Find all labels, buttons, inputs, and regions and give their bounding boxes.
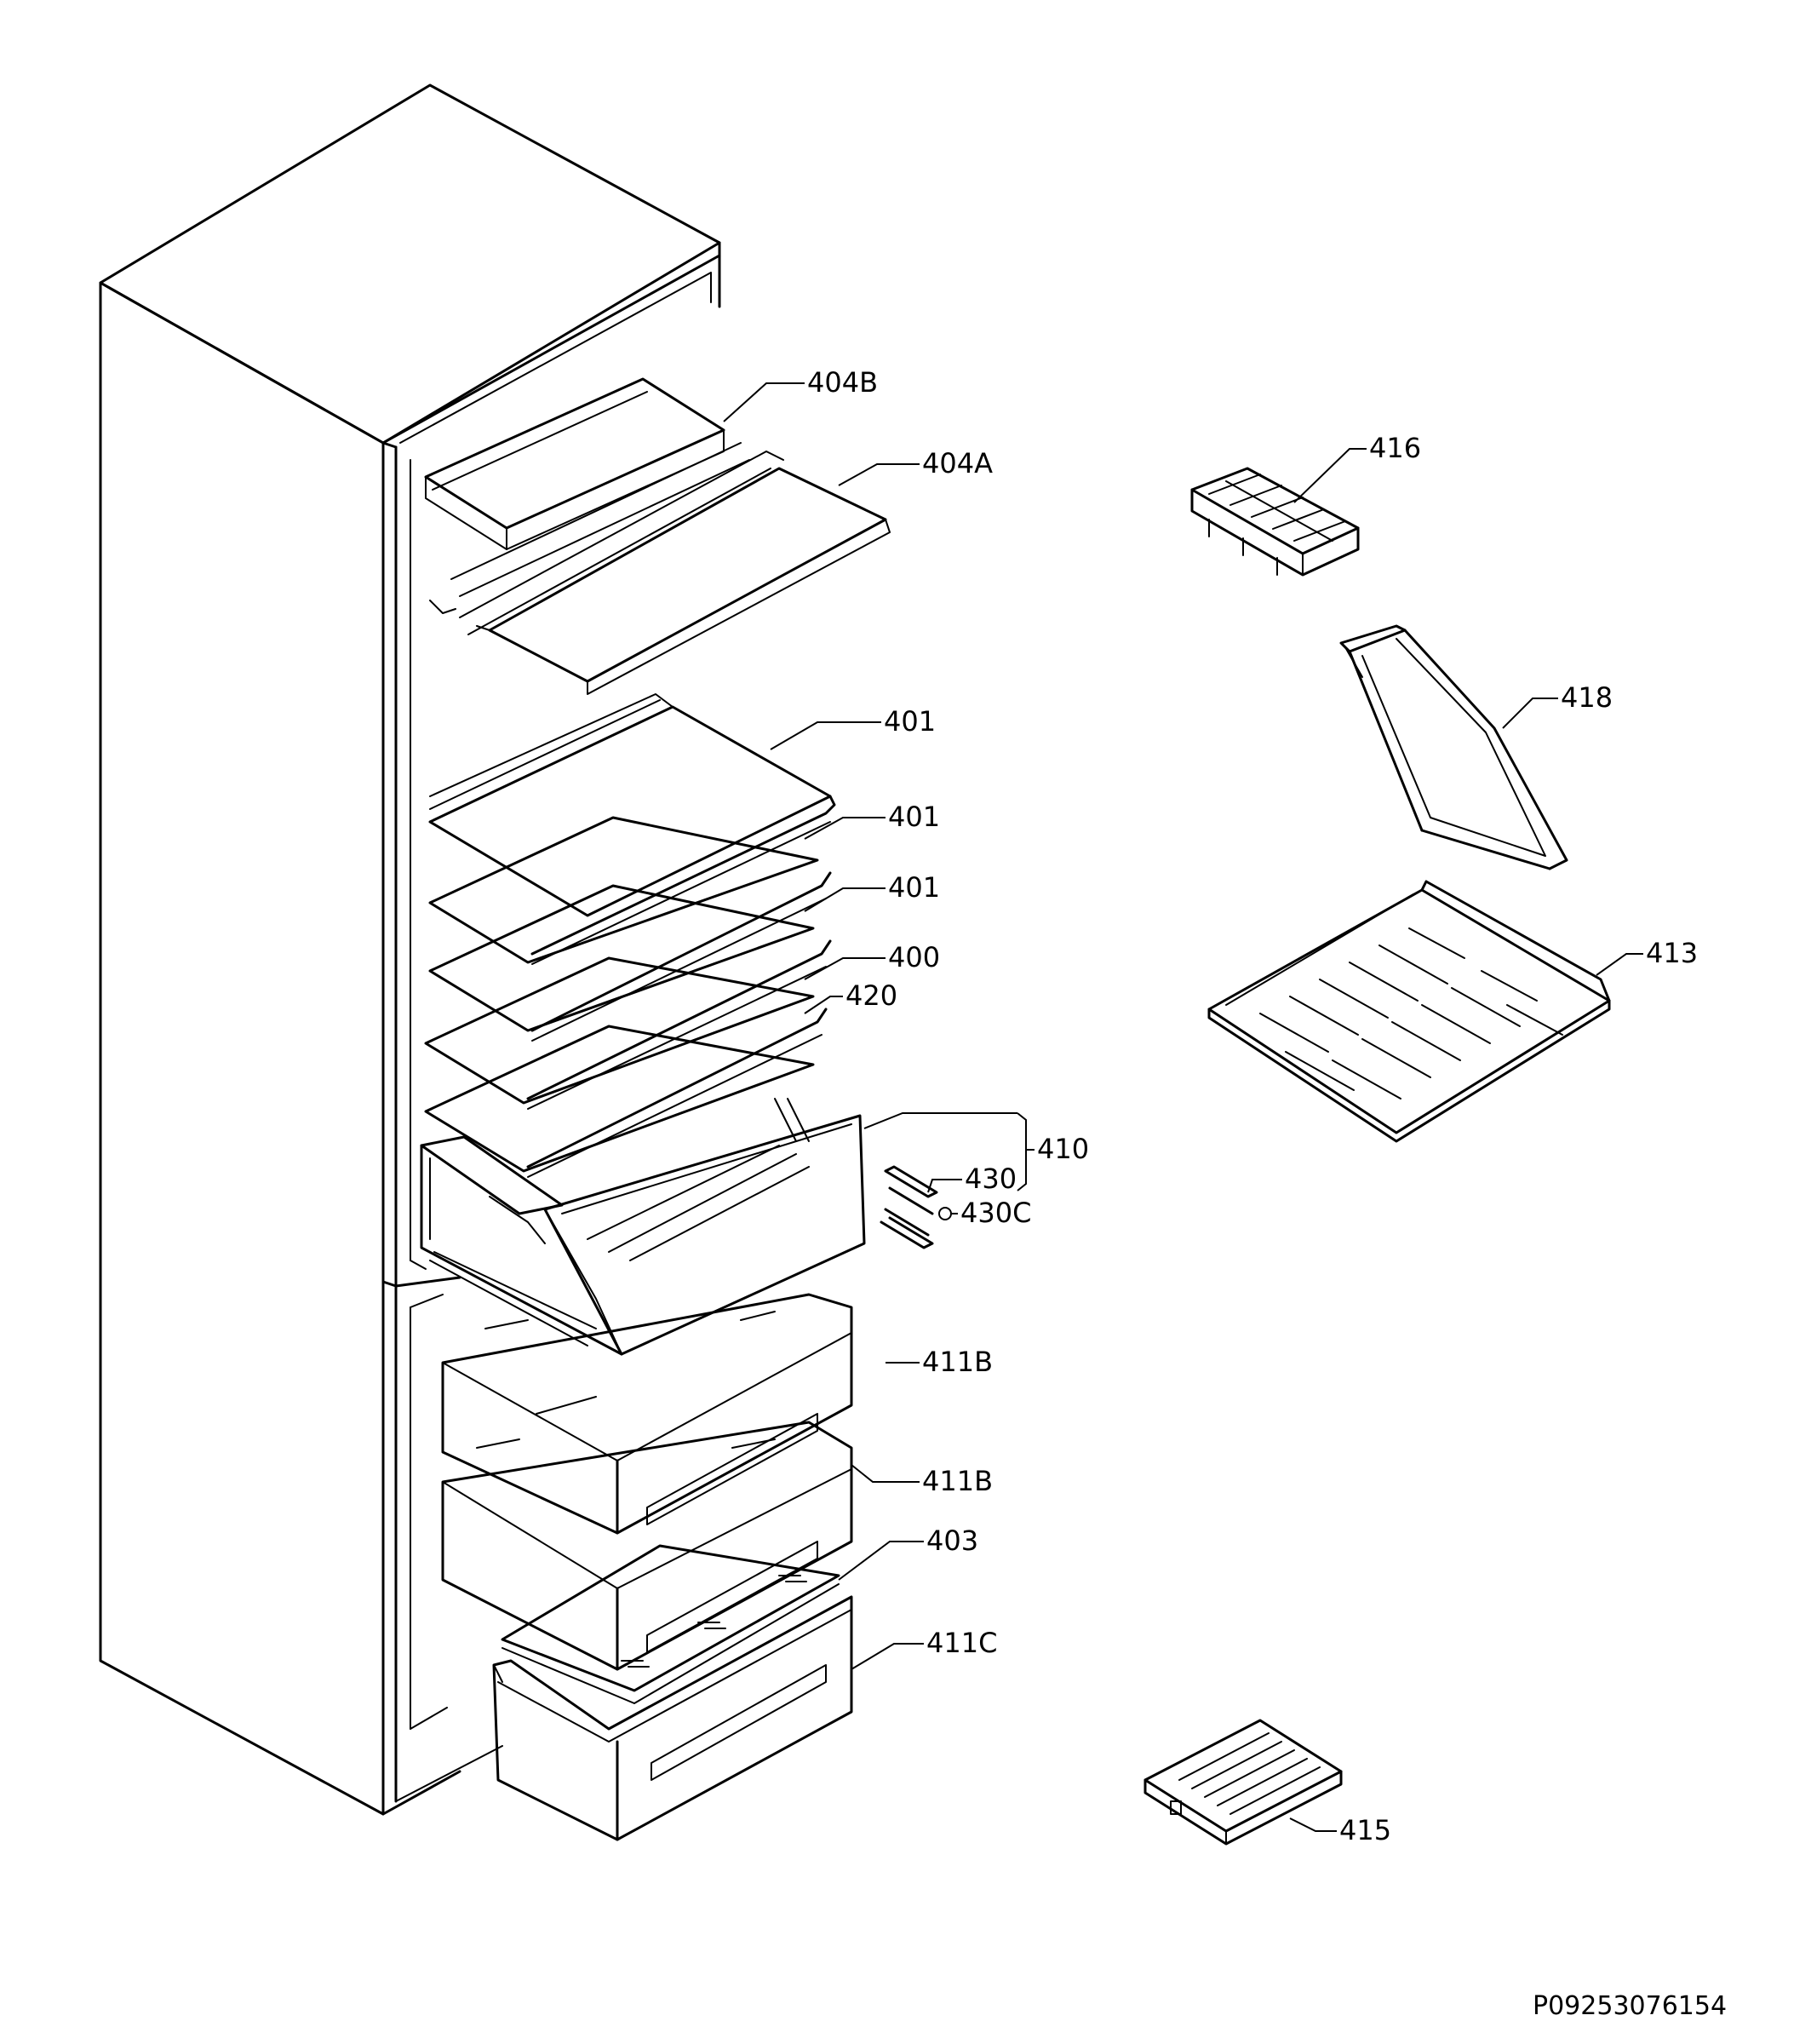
crisper-drawer-410: [420, 1098, 866, 1356]
freezer-flap-418: [1339, 624, 1568, 870]
label-411c: 411C: [926, 1627, 997, 1659]
label-404a: 404A: [922, 447, 993, 479]
label-430c: 430C: [960, 1197, 1031, 1229]
label-416: 416: [1369, 432, 1421, 464]
label-401-top: 401: [884, 705, 936, 738]
freezer-drawer-411b-lower: [441, 1421, 853, 1671]
cold-accumulator-415: [1143, 1719, 1343, 1846]
label-401-lower: 401: [888, 871, 940, 904]
freezer-shelf-slots: [1259, 927, 1563, 1100]
freezer-shelf-413: [1207, 880, 1611, 1143]
glass-cover-403: [501, 1544, 840, 1704]
label-413: 413: [1646, 937, 1698, 969]
ice-tray-416: [1190, 467, 1360, 577]
label-401-middle: 401: [888, 801, 940, 833]
label-403: 403: [926, 1524, 978, 1557]
label-400: 400: [888, 941, 940, 973]
document-id: P09253076154: [1533, 1991, 1727, 2021]
glass-shelf-401-lower: [428, 884, 832, 1110]
label-418: 418: [1561, 681, 1613, 714]
shelf-404b: [424, 377, 750, 614]
shelf-404a: [459, 451, 891, 695]
fridge-cabinet: [99, 83, 721, 1816]
label-430: 430: [965, 1163, 1017, 1195]
label-411b-upper: 411B: [922, 1346, 993, 1378]
glass-shelf-401-top: [428, 693, 836, 965]
glass-shelf-401-middle: [428, 816, 832, 1042]
label-410: 410: [1037, 1133, 1089, 1165]
callout-labels: 404B 404A 401 401 401 400 420 410 430 43…: [807, 366, 1698, 1846]
callout-leaders: [723, 382, 1643, 1832]
glass-shelf-420: [424, 1025, 815, 1173]
label-404b: 404B: [807, 366, 878, 399]
glass-shelf-400: [424, 956, 828, 1178]
freezer-drawer-411c: [492, 1595, 853, 1841]
slide-rails-430: [880, 1165, 952, 1249]
label-411b-lower: 411B: [922, 1465, 993, 1497]
label-420: 420: [845, 979, 897, 1012]
label-415: 415: [1339, 1814, 1391, 1846]
freezer-drawer-411b-upper: [441, 1293, 853, 1535]
